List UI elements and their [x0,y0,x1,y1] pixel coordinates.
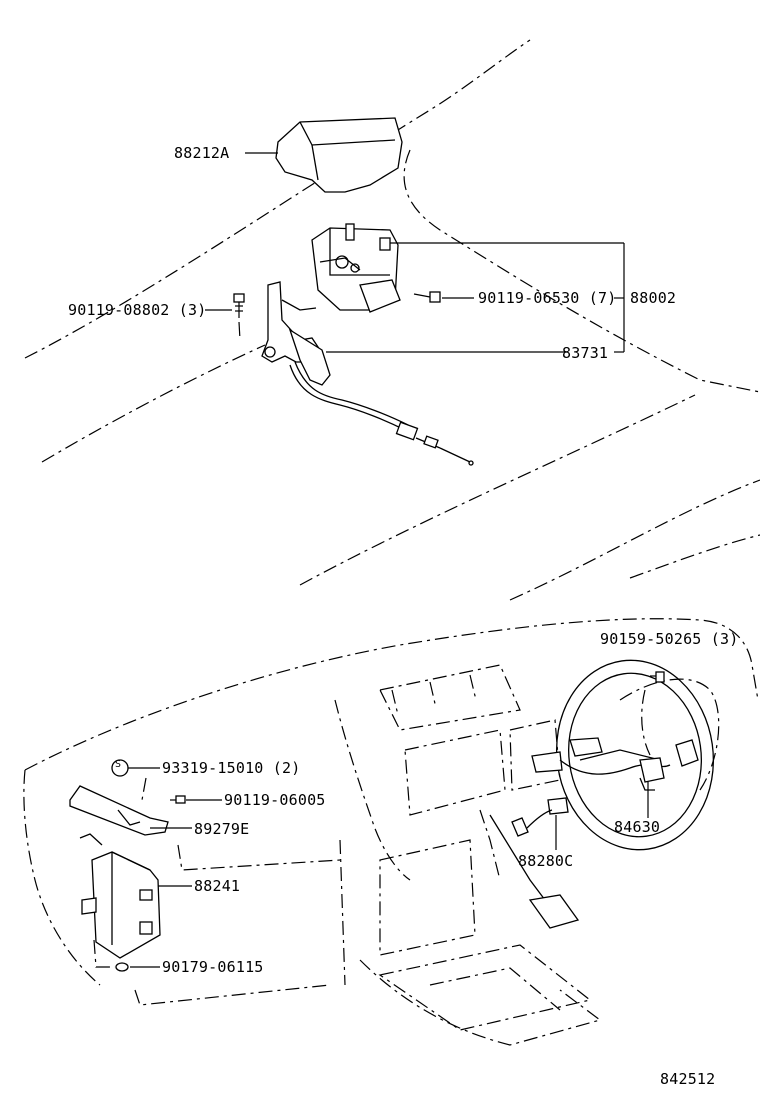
label-84630: 84630 [614,818,661,836]
label-88280C: 88280C [518,852,574,870]
bolt-90119-08802 [233,293,245,318]
label-88241: 88241 [194,877,241,895]
bolt-90119-06530 [413,291,441,303]
label-88002: 88002 [630,289,677,307]
bracket-89279E [69,785,169,836]
screw-90119-06005 [170,795,186,804]
cover-88212A [275,117,403,193]
label-90119-06005: 90119-06005 [224,791,326,809]
label-s-mark: S [115,759,122,770]
control-cable [289,361,474,466]
label-90179-06115: 90179-06115 [162,958,264,976]
leaders-bottom [93,767,222,968]
dashboard-outline [23,618,759,1046]
label-90159-50265: 90159-50265 (3) [600,630,739,648]
label-90119-08802: 90119-08802 (3) [68,301,207,319]
actuator-88002 [311,223,401,313]
pedal [489,814,580,929]
label-93319-15010: 93319-15010 (2) [162,759,301,777]
label-83731: 83731 [562,344,609,362]
cruise-switch-84630 [531,737,699,791]
screw-90179-06115 [115,962,129,972]
cruise-computer-88241 [79,833,161,959]
stop-switch-88280C [511,797,569,837]
label-90119-06530: 90119-06530 (7) [478,289,617,307]
figure-number: 842512 [660,1070,716,1088]
bolt-90159-50265 [655,671,665,683]
label-89279E: 89279E [194,820,250,838]
label-88212A: 88212A [174,144,230,162]
leader-88002-83731 [326,242,625,353]
bracket-83731 [261,281,331,386]
